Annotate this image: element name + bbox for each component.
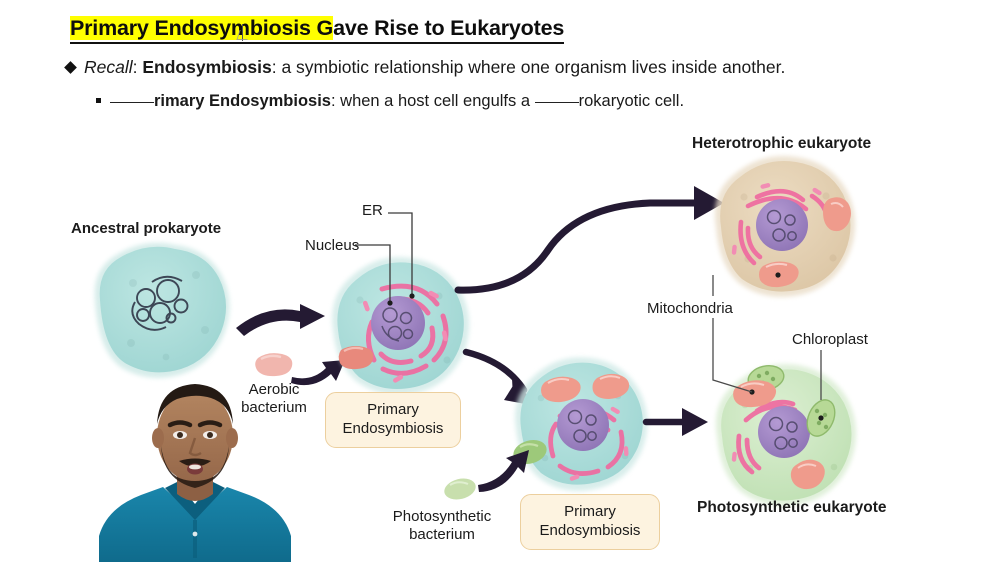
er-bottom-cell-icon — [548, 406, 625, 476]
endoplasmic-reticulum-icon — [366, 283, 449, 376]
bullet-1-colon: : — [132, 57, 143, 77]
mitochondrion-bottom-1 — [541, 376, 581, 403]
leader-dot-chloroplast — [818, 415, 824, 421]
heterotrophic-eukaryote-cell — [714, 156, 856, 297]
engulfed-aerobic-bacterium — [338, 346, 374, 370]
arrow-photosynthetic-bacterium-entry — [478, 450, 529, 492]
label-ancestral-prokaryote: Ancestral prokaryote — [71, 220, 222, 237]
chloroplast-2 — [806, 399, 836, 437]
chloroplast-1 — [747, 364, 785, 392]
presenter-placket — [193, 520, 197, 558]
arrow-to-bottom-cell — [462, 348, 536, 406]
label-photobact-line1: Photosynthetic — [392, 508, 492, 525]
label-aerobic-line1: Aerobic — [248, 381, 300, 398]
label-nucleus: Nucleus — [305, 237, 360, 254]
photosynthetic-eukaryote-cell — [715, 364, 857, 506]
er-photosynthetic-icon — [736, 399, 798, 475]
box-2-line-1: Primary — [564, 503, 616, 520]
slide-title-text: Primary Endosymbiosis Gave Rise to Eukar… — [70, 16, 565, 45]
bullet-2-middle: : when a host cell engulfs a — [330, 92, 535, 110]
er-dashes — [362, 290, 448, 383]
presenter-button — [192, 531, 198, 537]
nucleus-icon-bottom-cell — [557, 399, 609, 451]
bullet-item-recall: Recall: Endosymbiosis: a symbiotic relat… — [64, 57, 786, 78]
label-er: ER — [362, 202, 383, 219]
leader-dot-mito-photosynthetic — [749, 389, 755, 395]
blank-fill-2 — [534, 102, 579, 103]
nucleus-icon-photosynthetic — [758, 406, 810, 458]
text-cursor-icon — [242, 24, 243, 41]
prokaryote-dna-icon — [131, 275, 189, 331]
label-heterotrophic-eukaryote: Heterotrophic eukaryote — [692, 135, 872, 152]
label-aerobic-line2: bacterium — [241, 399, 307, 417]
leader-dot-mito-heterotroph — [775, 272, 781, 278]
leader-dot-nucleus — [387, 300, 393, 306]
bullet-2-end: rokaryotic cell. — [578, 92, 685, 110]
bullet-2-term: rimary Endosymbiosis — [154, 92, 331, 110]
eukaryote-cell-bottom-middle — [513, 357, 648, 491]
er-dashes-heterotroph — [731, 183, 822, 255]
nucleus-icon-heterotroph — [756, 199, 808, 251]
process-box-primary-endosymbiosis-1: Primary Endosymbiosis — [325, 392, 461, 448]
ancestral-prokaryote-cell — [94, 242, 230, 378]
box-1-line-2: Endosymbiosis — [342, 420, 444, 438]
label-chloroplast: Chloroplast — [792, 331, 868, 348]
label-photosynthetic-bacterium: Photosynthetic bacterium — [387, 508, 497, 545]
presenter-video-overlay — [99, 384, 291, 562]
mitochondrion-bottom-2 — [592, 373, 630, 399]
mitochondrion-heterotroph-1 — [823, 197, 851, 232]
presenter-eyebrow-right — [197, 420, 223, 428]
er-dashes-bottom-cell — [569, 406, 629, 481]
presenter-eyebrow-left — [167, 420, 193, 428]
leader-dot-er — [409, 293, 415, 299]
label-mitochondria: Mitochondria — [647, 300, 733, 317]
box-2-line-2: Endosymbiosis — [539, 522, 641, 540]
box-1-line-1: Primary — [367, 401, 419, 418]
square-bullet-icon — [96, 98, 101, 103]
presenter-eye-left — [177, 432, 183, 438]
er-heterotroph-icon — [738, 188, 830, 266]
arrow-to-photosynthetic-eukaryote — [642, 408, 708, 436]
label-photosynthetic-eukaryote: Photosynthetic eukaryote — [697, 499, 887, 516]
presenter-mustache — [179, 458, 211, 467]
blank-fill-1 — [110, 102, 154, 103]
bullet-1-definition: : a symbiotic relationship where one org… — [271, 57, 786, 77]
presenter-face — [157, 390, 233, 482]
mitochondrion-photosynthetic-1 — [733, 380, 777, 408]
page-title: Primary Endosymbiosis Gave Rise to Eukar… — [70, 16, 565, 45]
bullet-item-primary-endosymbiosis: rimary Endosymbiosis: when a host cell e… — [96, 92, 684, 112]
slide-title-highlighted: Primary Endosymbiosis G — [70, 16, 334, 40]
slide-title-plain: ave Rise to Eukaryotes — [333, 16, 565, 40]
mitochondrion-heterotroph-2 — [759, 261, 799, 288]
bullet-1-recall: Recall — [84, 57, 133, 77]
label-aerobic-bacterium: Aerobic bacterium — [238, 381, 310, 418]
presenter-nose — [188, 437, 202, 457]
er-dashes-photosynthetic — [731, 394, 771, 462]
bullet-1-term: Endosymbiosis — [142, 57, 272, 77]
engulfed-photosynthetic-bacterium — [513, 439, 547, 465]
arrow-prokaryote-to-eukaryote — [236, 304, 325, 336]
process-box-primary-endosymbiosis-2: Primary Endosymbiosis — [520, 494, 660, 550]
mitochondrion-photosynthetic-2 — [790, 459, 825, 490]
photosynthetic-bacterium-shape — [444, 478, 476, 500]
nucleus-icon — [371, 296, 425, 350]
arrow-to-heterotrophic-eukaryote — [454, 186, 724, 294]
label-photobact-line2: bacterium — [409, 526, 475, 544]
presenter-eye-right — [207, 432, 213, 438]
presenter-hair — [157, 384, 233, 424]
diamond-bullet-icon — [64, 61, 77, 74]
leader-lines-middle-cell — [355, 212, 413, 303]
